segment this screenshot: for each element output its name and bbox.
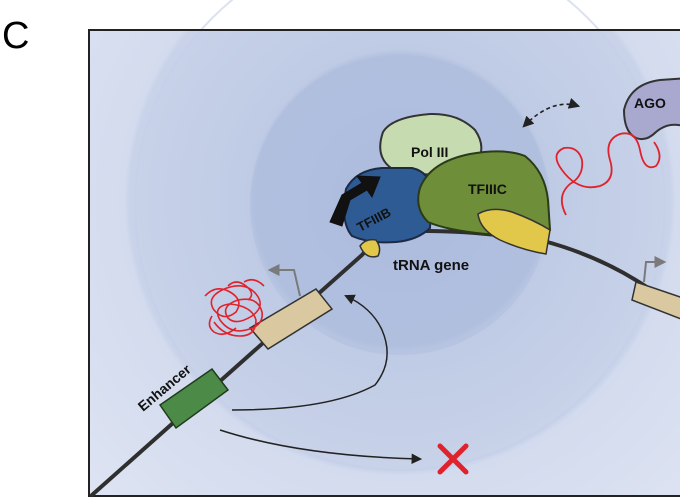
ago-label: AGO: [634, 95, 666, 111]
rna-tangle-pol2: [204, 278, 265, 337]
enhancer-blocked-arrow: [219, 429, 423, 465]
pol2-start-arrow-icon: [267, 264, 301, 297]
rna-strand-ago: [555, 132, 661, 216]
tfiiib-yellow-subunit: [359, 238, 381, 258]
panel-letter: C: [2, 15, 29, 57]
pol3-label: Pol III: [411, 144, 448, 160]
tfiiic-label: TFIIIC: [468, 181, 507, 197]
ago-protein: AGO: [622, 77, 680, 141]
trna-gene-label: tRNA gene: [393, 257, 469, 274]
downstream-start-arrow-icon: [643, 256, 667, 283]
downstream-gene: [631, 256, 680, 320]
tfiiic-yellow-subunit: [477, 208, 551, 255]
inhibition-x-icon: [437, 443, 469, 475]
transcription-arrow-icon: [329, 175, 381, 227]
pol2-gene: [248, 264, 334, 350]
double-headed-arrow-icon: [522, 98, 581, 128]
enhancer-activation-arrow: [231, 294, 388, 411]
